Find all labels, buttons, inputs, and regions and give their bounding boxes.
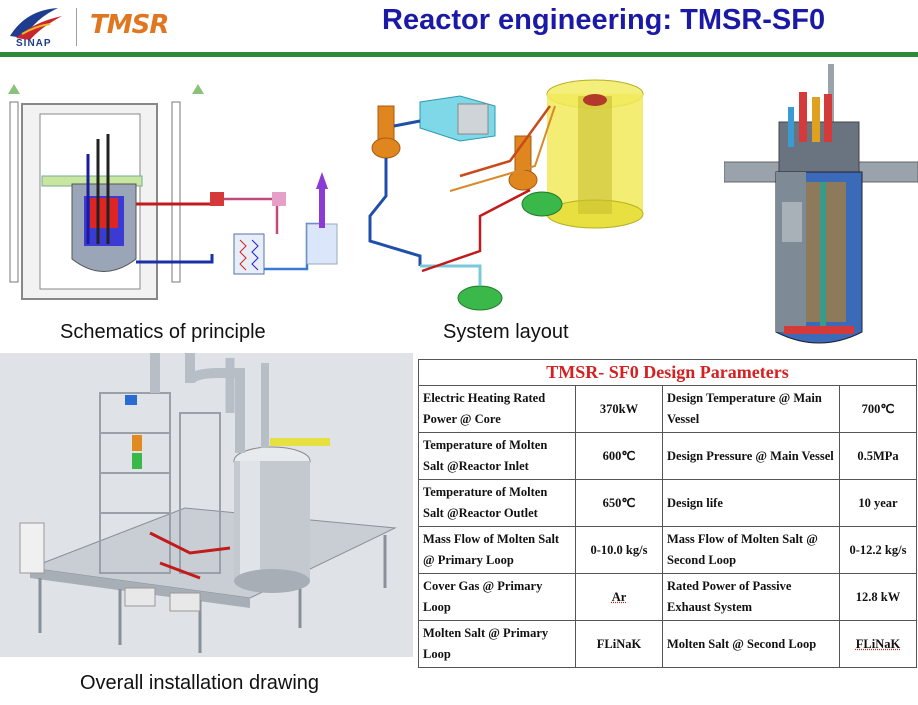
param-value: 0-10.0 kg/s [575, 526, 663, 574]
param-value: 600℃ [575, 432, 663, 480]
param-value: 650℃ [575, 479, 663, 527]
param-value: 0-12.2 kg/s [839, 526, 917, 574]
param-value: 12.8 kW [839, 573, 917, 621]
param-value: 700℃ [839, 385, 917, 433]
param-value: 10 year [839, 479, 917, 527]
param-value: FLiNaK [575, 620, 663, 668]
sinap-logo: SINAP [6, 4, 66, 50]
caption-installation: Overall installation drawing [80, 672, 320, 694]
param-label: Molten Salt @ Primary Loop [418, 620, 576, 668]
param-value: Ar [575, 573, 663, 621]
tmsr-logo-text: TMSR [90, 10, 169, 40]
table-row: Temperature of Molten Salt @Reactor Inle… [418, 432, 917, 480]
header-rule [0, 52, 918, 57]
param-value: FLiNaK [839, 620, 917, 668]
param-label: Rated Power of Passive Exhaust System [662, 573, 840, 621]
design-parameters-table: TMSR- SF0 Design Parameters Electric Hea… [418, 359, 917, 668]
page-title: Reactor engineering: TMSR-SF0 [382, 4, 826, 36]
caption-system-layout: System layout [443, 321, 569, 343]
table-row: Molten Salt @ Primary Loop FLiNaK Molten… [418, 620, 917, 668]
table-row: Cover Gas @ Primary Loop Ar Rated Power … [418, 573, 917, 621]
param-label: Mass Flow of Molten Salt @ Primary Loop [418, 526, 576, 574]
param-value: 0.5MPa [839, 432, 917, 480]
logo-divider [76, 8, 77, 46]
table-row: Temperature of Molten Salt @Reactor Outl… [418, 479, 917, 527]
param-label: Cover Gas @ Primary Loop [418, 573, 576, 621]
caption-schematics: Schematics of principle [60, 321, 266, 343]
schematics-image [2, 84, 357, 306]
reactor-cutaway-image [723, 62, 918, 356]
param-label: Temperature of Molten Salt @Reactor Inle… [418, 432, 576, 480]
tmsr-logo: TMSR [90, 10, 180, 44]
installation-image [0, 353, 413, 657]
param-value: 370kW [575, 385, 663, 433]
design-parameters-panel: TMSR- SF0 Design Parameters Electric Hea… [418, 359, 917, 668]
param-label: Design life [662, 479, 840, 527]
table-row: Mass Flow of Molten Salt @ Primary Loop … [418, 526, 917, 574]
table-title: TMSR- SF0 Design Parameters [418, 359, 917, 386]
sinap-logo-text: SINAP [16, 38, 52, 49]
param-label: Molten Salt @ Second Loop [662, 620, 840, 668]
param-label: Design Temperature @ Main Vessel [662, 385, 840, 433]
system-layout-image [360, 66, 650, 322]
param-label: Design Pressure @ Main Vessel [662, 432, 840, 480]
table-row: Electric Heating Rated Power @ Core 370k… [418, 385, 917, 433]
param-label: Mass Flow of Molten Salt @ Second Loop [662, 526, 840, 574]
param-label: Temperature of Molten Salt @Reactor Outl… [418, 479, 576, 527]
param-label: Electric Heating Rated Power @ Core [418, 385, 576, 433]
